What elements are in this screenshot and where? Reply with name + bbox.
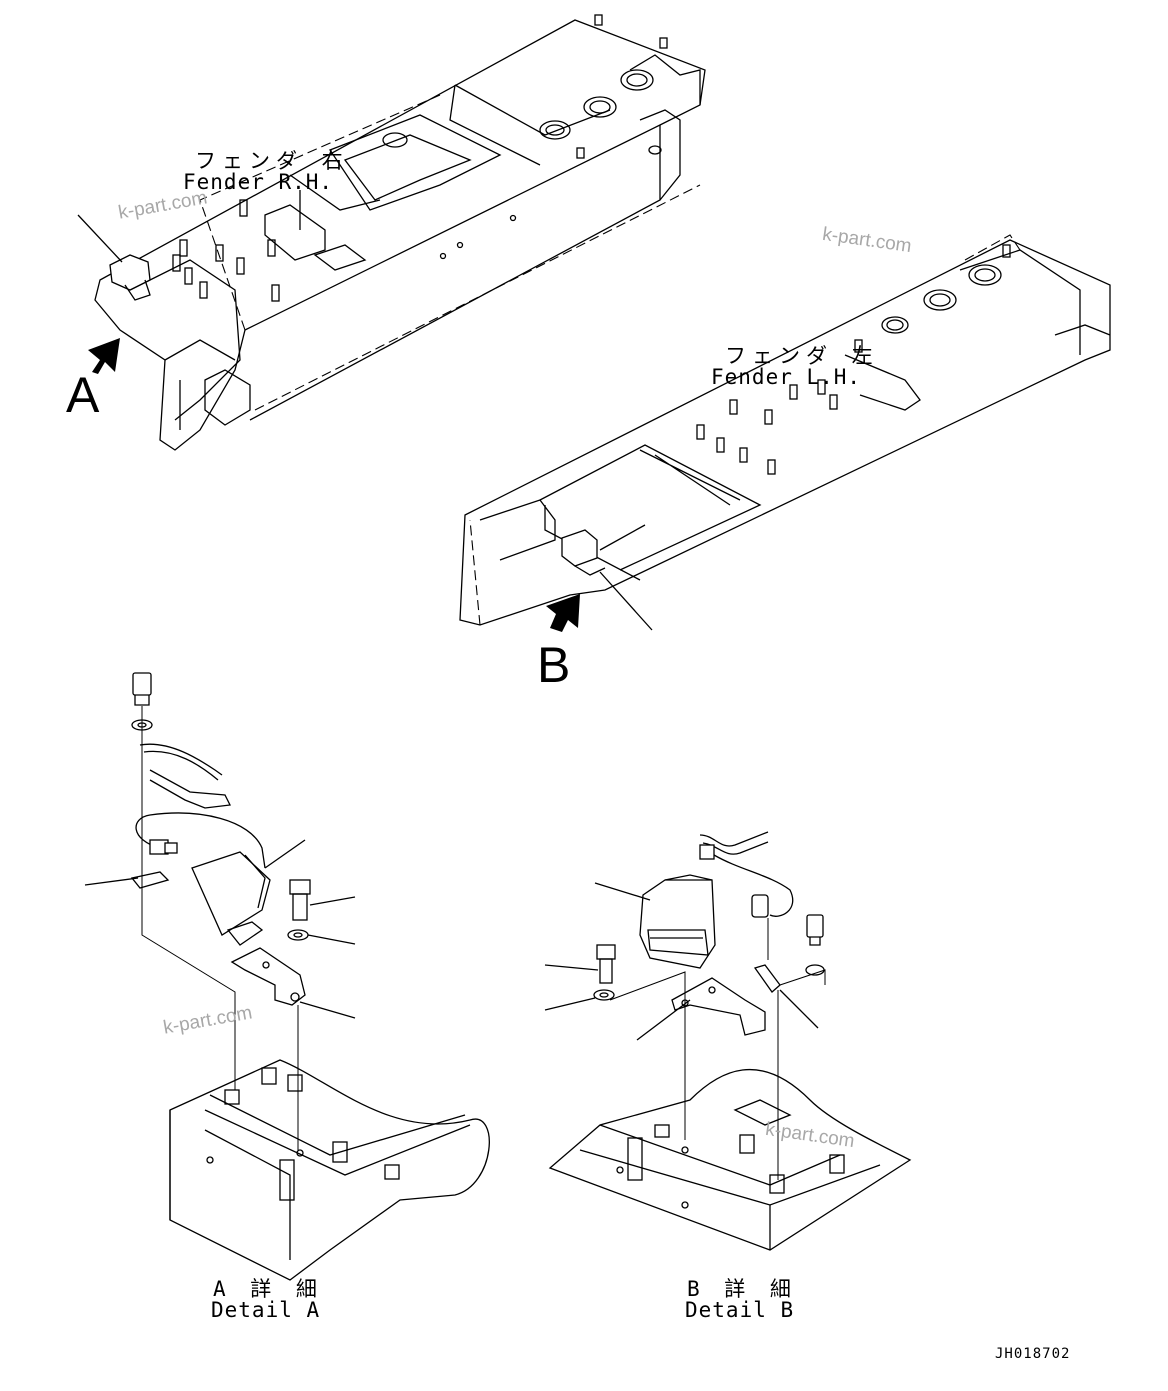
fender-lh-ja-label: フェンダ 左: [725, 344, 879, 368]
detail-b-frame: [548, 1068, 912, 1251]
detail-b-en-label: Detail B: [685, 1298, 795, 1322]
back-buzzer-lh: [561, 529, 606, 576]
frame-rh: [77, 14, 706, 451]
detail-b-exploded: [544, 831, 826, 1180]
detail-a-en-label: Detail A: [211, 1298, 321, 1322]
fender-lh-en-label: Fender L.H.: [711, 365, 862, 389]
arrow-a: [88, 338, 120, 374]
back-buzzer-rh: [109, 254, 151, 301]
fender-rh-ja-label: フェンダ 右: [195, 149, 349, 173]
detail-b-ja-label: B 詳 細: [687, 1277, 797, 1301]
arrow-b: [546, 594, 580, 632]
frame-lh: [459, 234, 1111, 632]
detail-a-frame: [169, 1059, 490, 1281]
stud-bolts-rh: [172, 14, 668, 302]
view-b-label: B: [537, 637, 571, 693]
fender-rh-en-label: Fender R.H.: [183, 170, 334, 194]
detail-a-exploded: [84, 672, 356, 1150]
drawing-code: JH018702: [995, 1346, 1071, 1362]
detail-a-ja-label: A 詳 細: [213, 1277, 323, 1301]
view-a-label: A: [66, 367, 100, 423]
stud-bolts-lh: [696, 244, 1011, 475]
